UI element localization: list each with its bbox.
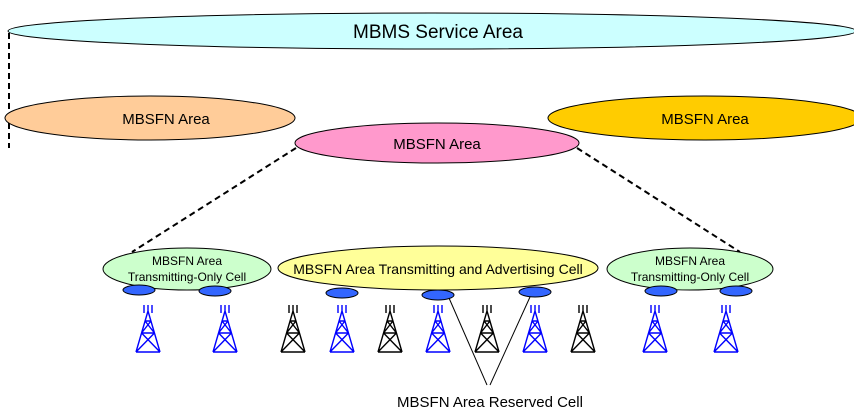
reserved-cell-label: MBSFN Area Reserved Cell xyxy=(397,394,583,411)
cell-markers xyxy=(122,284,753,301)
cell-tx-only-right-line2: Transmitting-Only Cell xyxy=(631,270,749,284)
cell-tx-adv-label: MBSFN Area Transmitting and Advertising … xyxy=(293,261,582,277)
dashed-line-right xyxy=(576,147,741,253)
antenna-tower-icon xyxy=(425,305,451,353)
cell-marker xyxy=(198,285,232,297)
antenna-tower-icon xyxy=(329,305,355,353)
antenna-tower-icon xyxy=(377,305,403,353)
mbsfn-area-left-ellipse xyxy=(4,95,296,141)
cell-marker xyxy=(644,285,678,297)
antenna-towers xyxy=(135,305,739,353)
reserved-callout-line-right xyxy=(489,296,531,386)
cell-marker xyxy=(122,284,156,296)
cell-marker xyxy=(518,286,552,298)
antenna-tower-icon xyxy=(522,305,548,353)
cell-tx-only-left-ellipse xyxy=(102,247,272,291)
dashed-line-left xyxy=(131,147,297,253)
mbsfn-area-right-label: MBSFN Area xyxy=(661,111,749,128)
antenna-tower-icon xyxy=(642,305,668,353)
antenna-tower-icon xyxy=(570,305,596,353)
cell-marker xyxy=(719,285,753,297)
mbsfn-area-right-ellipse xyxy=(547,95,854,141)
reserved-callout-line-left xyxy=(448,297,488,386)
antenna-tower-icon xyxy=(713,305,739,353)
antenna-tower-icon xyxy=(280,305,306,353)
cell-marker xyxy=(325,287,359,299)
mbsfn-area-center-ellipse xyxy=(294,122,580,164)
cell-tx-only-right-ellipse xyxy=(606,247,774,291)
cell-marker xyxy=(421,289,455,301)
mbsfn-area-center-label: MBSFN Area xyxy=(393,136,481,153)
antenna-tower-icon xyxy=(212,305,238,353)
cell-tx-only-left-line2: Transmitting-Only Cell xyxy=(128,270,246,284)
antenna-tower-icon xyxy=(135,305,161,353)
service-area-label: MBMS Service Area xyxy=(353,22,523,43)
service-area-ellipse xyxy=(7,12,854,50)
antenna-tower-icon xyxy=(474,305,500,353)
cell-tx-only-left-line1: MBSFN Area xyxy=(152,254,222,268)
cell-tx-only-right-line1: MBSFN Area xyxy=(655,254,725,268)
mbsfn-area-left-label: MBSFN Area xyxy=(122,111,210,128)
